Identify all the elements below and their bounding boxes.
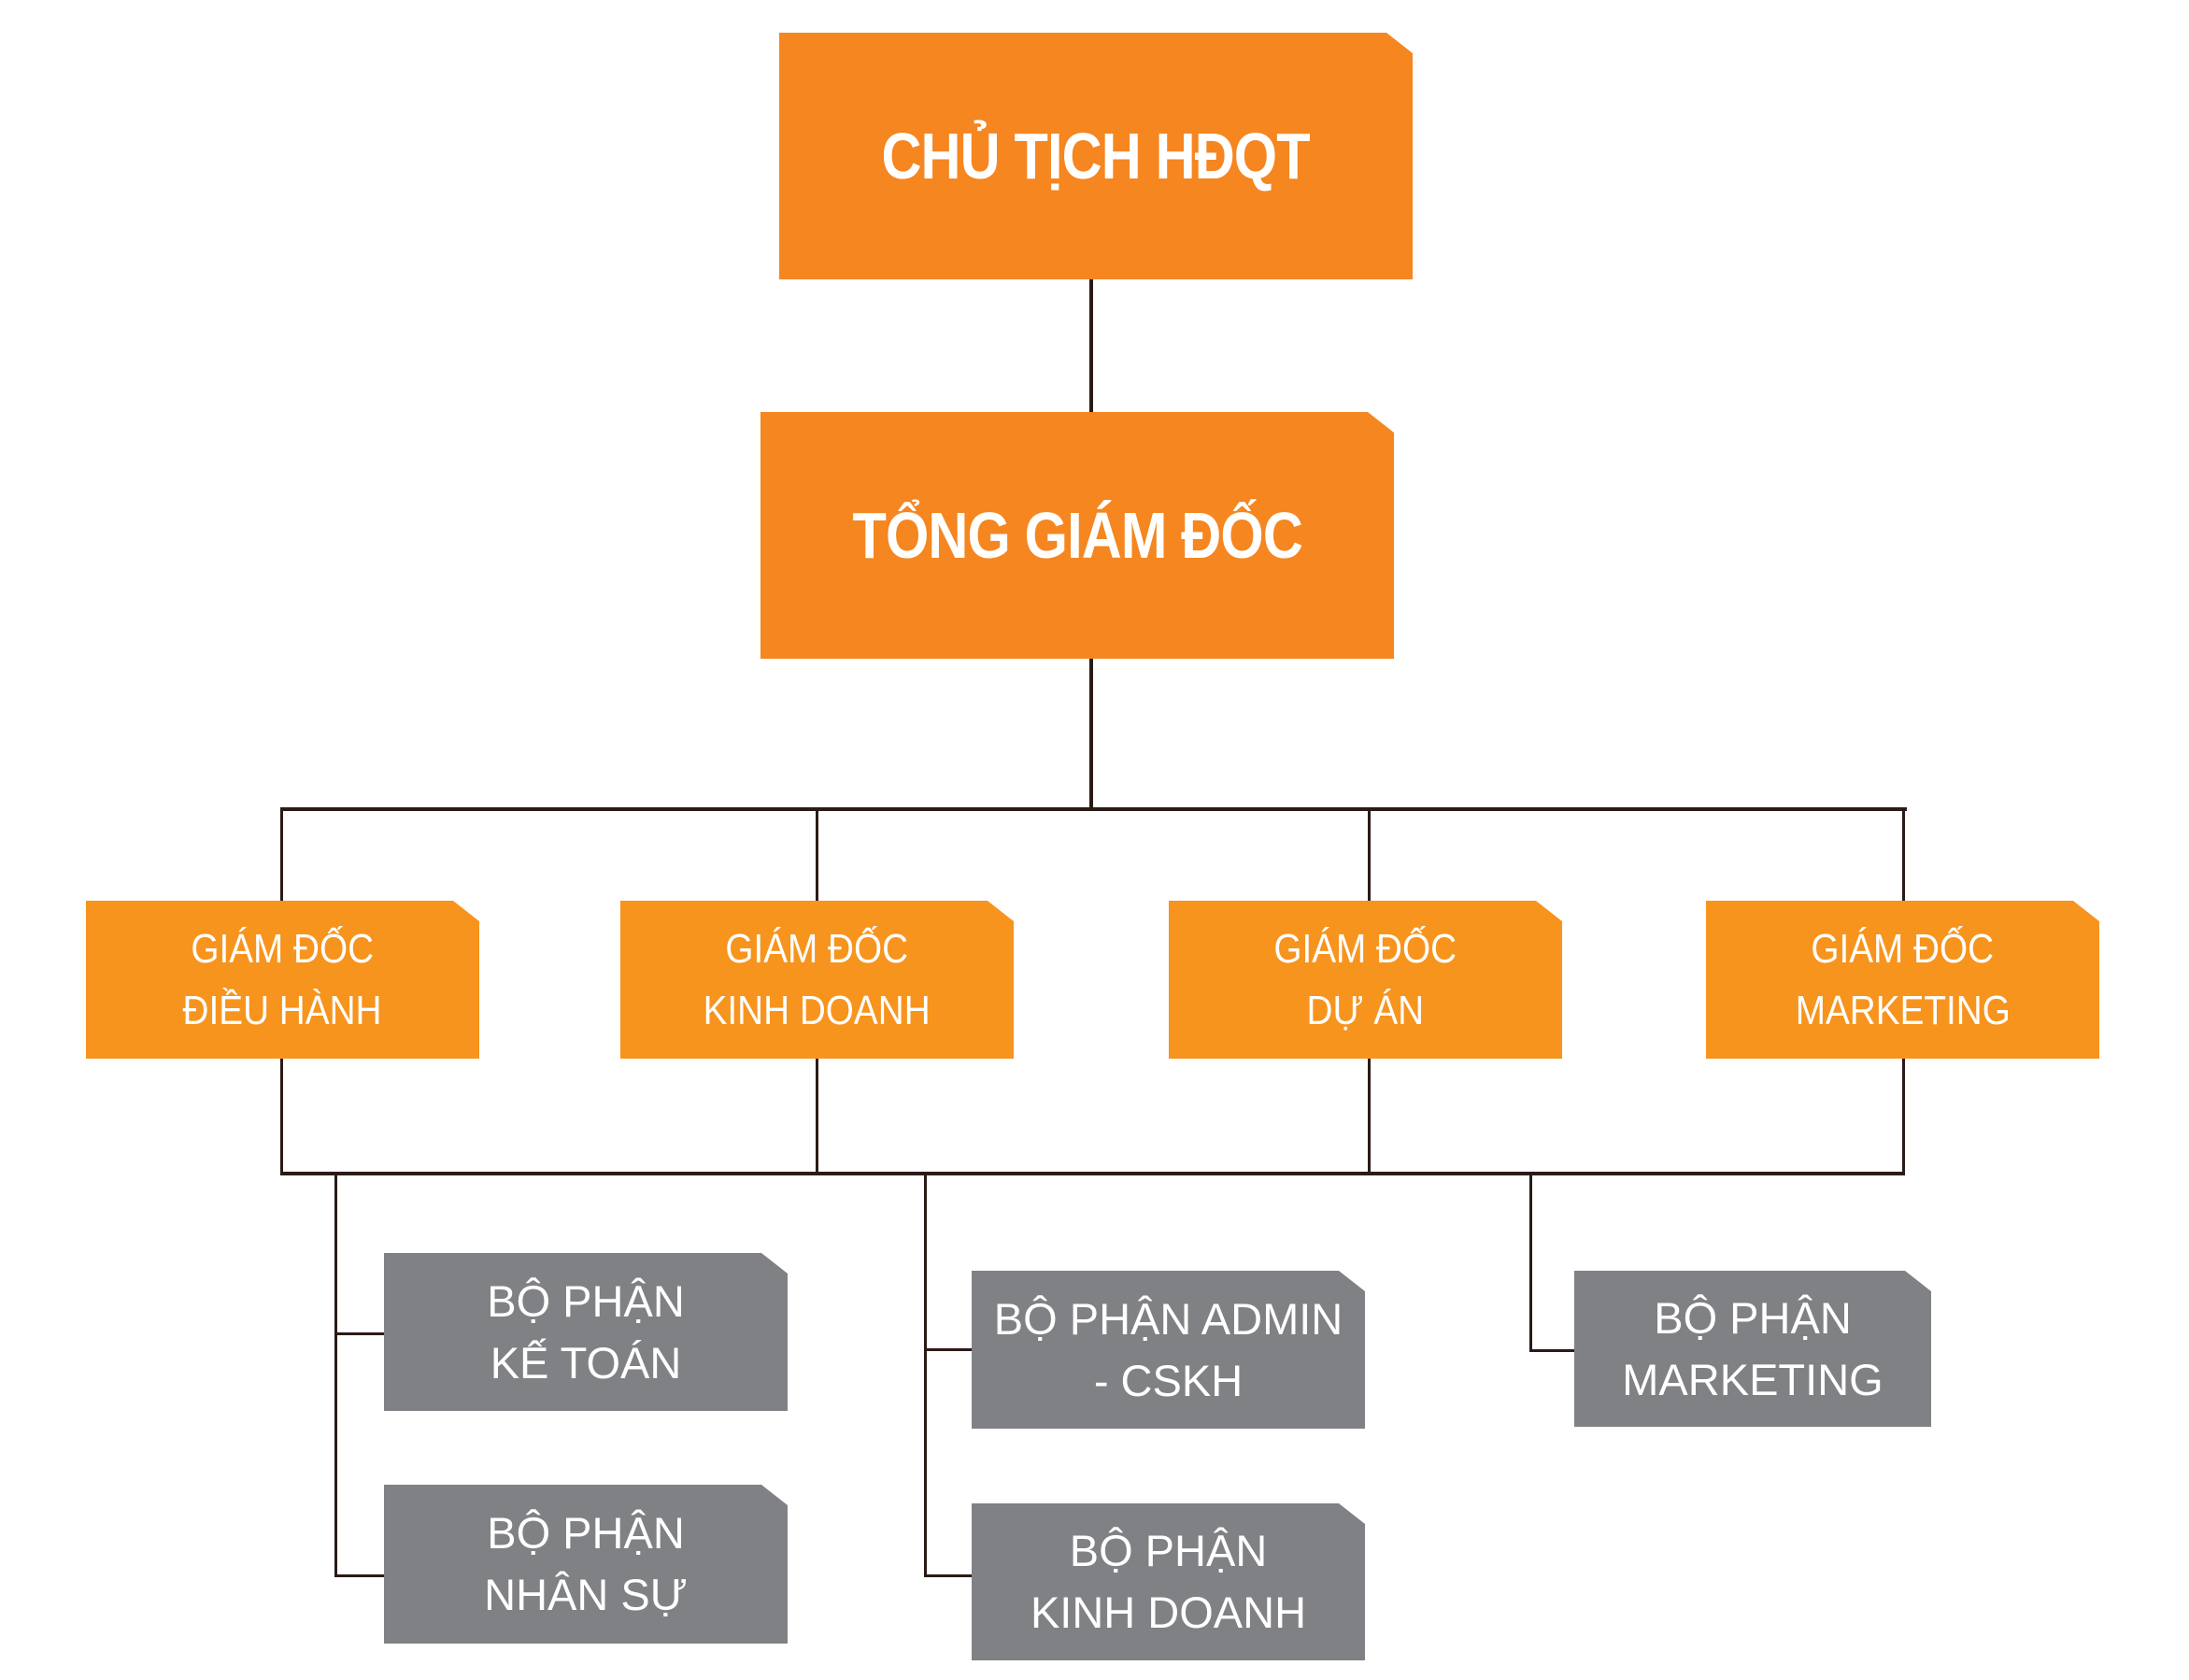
connector-director-3-lower bbox=[1368, 1059, 1371, 1175]
department-label-line1: BỘ PHẬN ADMIN bbox=[993, 1293, 1343, 1344]
director-label-line1: GIÁM ĐỐC bbox=[1273, 925, 1457, 972]
department-label-line1: BỘ PHẬN bbox=[487, 1508, 685, 1558]
director-box-projects: GIÁM ĐỐC DỰ ÁN bbox=[1169, 901, 1562, 1059]
director-label-line1: GIÁM ĐỐC bbox=[1811, 925, 1995, 972]
department-box-sales: BỘ PHẬN KINH DOANH bbox=[972, 1503, 1365, 1660]
department-label-line2: KẾ TOÁN bbox=[490, 1337, 682, 1388]
director-label-line2: DỰ ÁN bbox=[1306, 987, 1425, 1033]
director-label-line2: MARKETING bbox=[1795, 987, 2011, 1033]
branch-left-tick-1 bbox=[334, 1332, 384, 1335]
connector-ceo-bus bbox=[1089, 659, 1093, 811]
upper-bus-line bbox=[280, 807, 1907, 811]
connector-bus-director-4 bbox=[1902, 807, 1905, 901]
department-label-line2: KINH DOANH bbox=[1030, 1587, 1307, 1637]
department-label-line2: - CSKH bbox=[1093, 1355, 1244, 1405]
connector-director-4-lower bbox=[1902, 1059, 1905, 1175]
lower-bus-line bbox=[280, 1172, 1905, 1175]
director-label-line1: GIÁM ĐỐC bbox=[191, 925, 375, 972]
department-box-admin-cskh: BỘ PHẬN ADMIN - CSKH bbox=[972, 1271, 1365, 1429]
branch-left-vertical bbox=[334, 1174, 337, 1577]
director-box-marketing: GIÁM ĐỐC MARKETING bbox=[1706, 901, 2099, 1059]
connector-chairman-ceo bbox=[1089, 279, 1093, 412]
department-label-line1: BỘ PHẬN bbox=[487, 1275, 685, 1326]
chairman-box: CHỦ TỊCH HĐQT bbox=[779, 33, 1413, 279]
director-label-line1: GIÁM ĐỐC bbox=[725, 925, 909, 972]
connector-director-2-lower bbox=[816, 1059, 818, 1175]
director-box-sales: GIÁM ĐỐC KINH DOANH bbox=[620, 901, 1014, 1059]
department-label-line1: BỘ PHẬN bbox=[1654, 1292, 1852, 1343]
branch-right-tick bbox=[1529, 1349, 1574, 1352]
connector-bus-director-3 bbox=[1368, 807, 1371, 901]
department-box-marketing: BỘ PHẬN MARKETING bbox=[1574, 1271, 1931, 1427]
director-label-line2: KINH DOANH bbox=[703, 987, 931, 1033]
director-box-operations: GIÁM ĐỐC ĐIỀU HÀNH bbox=[86, 901, 479, 1059]
department-box-hr: BỘ PHẬN NHÂN SỰ bbox=[384, 1485, 788, 1644]
ceo-box: TỔNG GIÁM ĐỐC bbox=[760, 412, 1394, 659]
branch-middle-vertical bbox=[924, 1174, 927, 1577]
department-label-line1: BỘ PHẬN bbox=[1069, 1526, 1268, 1575]
branch-middle-tick-2 bbox=[924, 1574, 972, 1577]
department-label-line2: MARKETING bbox=[1622, 1354, 1883, 1404]
connector-bus-director-1 bbox=[280, 807, 283, 901]
chairman-label: CHỦ TỊCH HĐQT bbox=[881, 120, 1311, 192]
connector-bus-director-2 bbox=[816, 807, 818, 901]
director-label-line2: ĐIỀU HÀNH bbox=[183, 987, 382, 1033]
branch-right-vertical bbox=[1529, 1174, 1532, 1352]
department-label-line2: NHÂN SỰ bbox=[484, 1570, 688, 1619]
branch-middle-tick-1 bbox=[924, 1348, 972, 1351]
ceo-label: TỔNG GIÁM ĐỐC bbox=[852, 499, 1302, 572]
connector-director-1-lower bbox=[280, 1059, 283, 1175]
branch-left-tick-2 bbox=[334, 1574, 384, 1577]
department-box-accounting: BỘ PHẬN KẾ TOÁN bbox=[384, 1253, 788, 1411]
